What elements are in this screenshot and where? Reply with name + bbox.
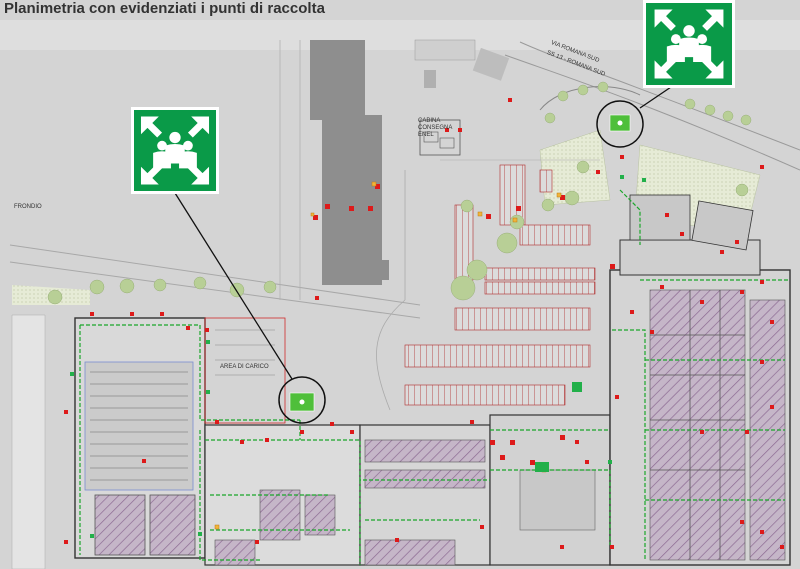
loading-area-label: AREA DI CARICO bbox=[220, 364, 269, 370]
cabina-label-2: CONSEGNA bbox=[418, 125, 453, 131]
assembly-point-sign-south bbox=[131, 107, 219, 194]
assembly-point-icon bbox=[654, 9, 724, 79]
cabina-label-1: CABINA bbox=[418, 118, 441, 124]
assembly-point-sign-north bbox=[643, 0, 735, 88]
page-title: Planimetria con evidenziati i punti di r… bbox=[4, 0, 325, 17]
cabina-label-3: ENEL bbox=[418, 132, 434, 138]
assembly-point-icon bbox=[140, 116, 210, 185]
area-label-left: FRONDIO bbox=[14, 204, 42, 210]
